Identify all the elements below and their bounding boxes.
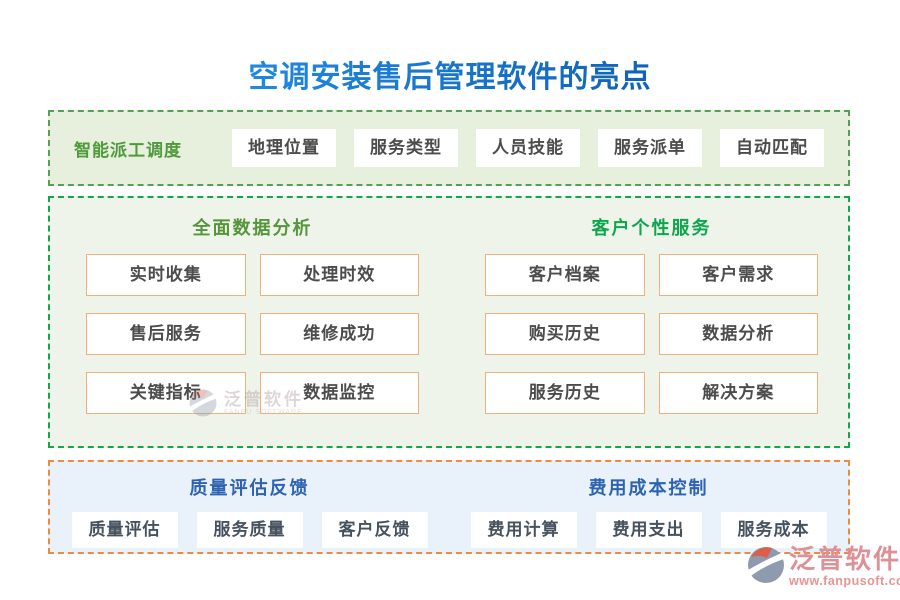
analysis-item-aftersales-service: 售后服务 [86, 313, 246, 355]
quality-feedback-row: 质量评估 服务质量 客户反馈 [50, 512, 449, 548]
group-quality-feedback: 质量评估反馈 质量评估 服务质量 客户反馈 [50, 462, 449, 552]
dispatch-item-service-order: 服务派单 [598, 129, 702, 167]
footer-logo-texts: 泛普软件 www.fanpusoft.com [789, 545, 900, 588]
customer-item-solution: 解决方案 [658, 372, 818, 414]
customer-service-grid: 客户档案 客户需求 购买历史 数据分析 服务历史 解决方案 [485, 254, 818, 414]
panel-smart-dispatch: 智能派工调度 地理位置 服务类型 人员技能 服务派单 自动匹配 [48, 110, 850, 186]
dispatch-item-geolocation: 地理位置 [232, 129, 336, 167]
cost-item-expense-outlay: 费用支出 [595, 512, 702, 548]
customer-item-service-history: 服务历史 [485, 372, 645, 414]
footer-logo-url: www.fanpusoft.com [789, 574, 900, 588]
dispatch-item-auto-match: 自动匹配 [720, 129, 824, 167]
dispatch-item-service-type: 服务类型 [354, 129, 458, 167]
data-analysis-grid: 实时收集 处理时效 售后服务 维修成功 关键指标 数据监控 [86, 254, 419, 414]
cost-control-row: 费用计算 费用支出 服务成本 [449, 512, 848, 548]
customer-item-customer-archive: 客户档案 [485, 254, 645, 296]
panel-analysis-customer: 全面数据分析 实时收集 处理时效 售后服务 维修成功 关键指标 数据监控 客户个… [48, 196, 850, 448]
data-analysis-heading: 全面数据分析 [192, 218, 313, 238]
footer-logo-name: 泛普软件 [789, 544, 900, 574]
fanpu-footer-logo: 泛普软件 www.fanpusoft.com [746, 545, 900, 588]
analysis-item-processing-time: 处理时效 [259, 254, 419, 296]
column-data-analysis: 全面数据分析 实时收集 处理时效 售后服务 维修成功 关键指标 数据监控 [50, 198, 449, 446]
quality-feedback-heading: 质量评估反馈 [189, 478, 310, 498]
customer-item-data-analysis: 数据分析 [658, 313, 818, 355]
cost-item-service-cost: 服务成本 [720, 512, 827, 548]
analysis-item-realtime-collect: 实时收集 [86, 254, 246, 296]
analysis-item-key-indicators: 关键指标 [86, 372, 246, 414]
quality-item-quality-evaluation: 质量评估 [71, 512, 178, 548]
customer-item-customer-demand: 客户需求 [658, 254, 818, 296]
analysis-item-data-monitoring: 数据监控 [259, 372, 419, 414]
quality-item-service-quality: 服务质量 [196, 512, 303, 548]
cost-control-heading: 费用成本控制 [588, 478, 709, 498]
cost-item-cost-calculation: 费用计算 [470, 512, 577, 548]
customer-service-heading: 客户个性服务 [591, 218, 712, 238]
panel-quality-cost: 质量评估反馈 质量评估 服务质量 客户反馈 费用成本控制 费用计算 费用支出 服… [48, 460, 850, 554]
quality-item-customer-feedback: 客户反馈 [321, 512, 428, 548]
customer-item-purchase-history: 购买历史 [485, 313, 645, 355]
smart-dispatch-label: 智能派工调度 [74, 140, 182, 160]
page-title: 空调安装售后管理软件的亮点 [0, 52, 900, 96]
dispatch-item-personnel-skill: 人员技能 [476, 129, 580, 167]
column-customer-service: 客户个性服务 客户档案 客户需求 购买历史 数据分析 服务历史 解决方案 [449, 198, 848, 446]
fanpu-logo-icon [748, 547, 784, 583]
analysis-item-repair-success: 维修成功 [259, 313, 419, 355]
group-cost-control: 费用成本控制 费用计算 费用支出 服务成本 [449, 462, 848, 552]
